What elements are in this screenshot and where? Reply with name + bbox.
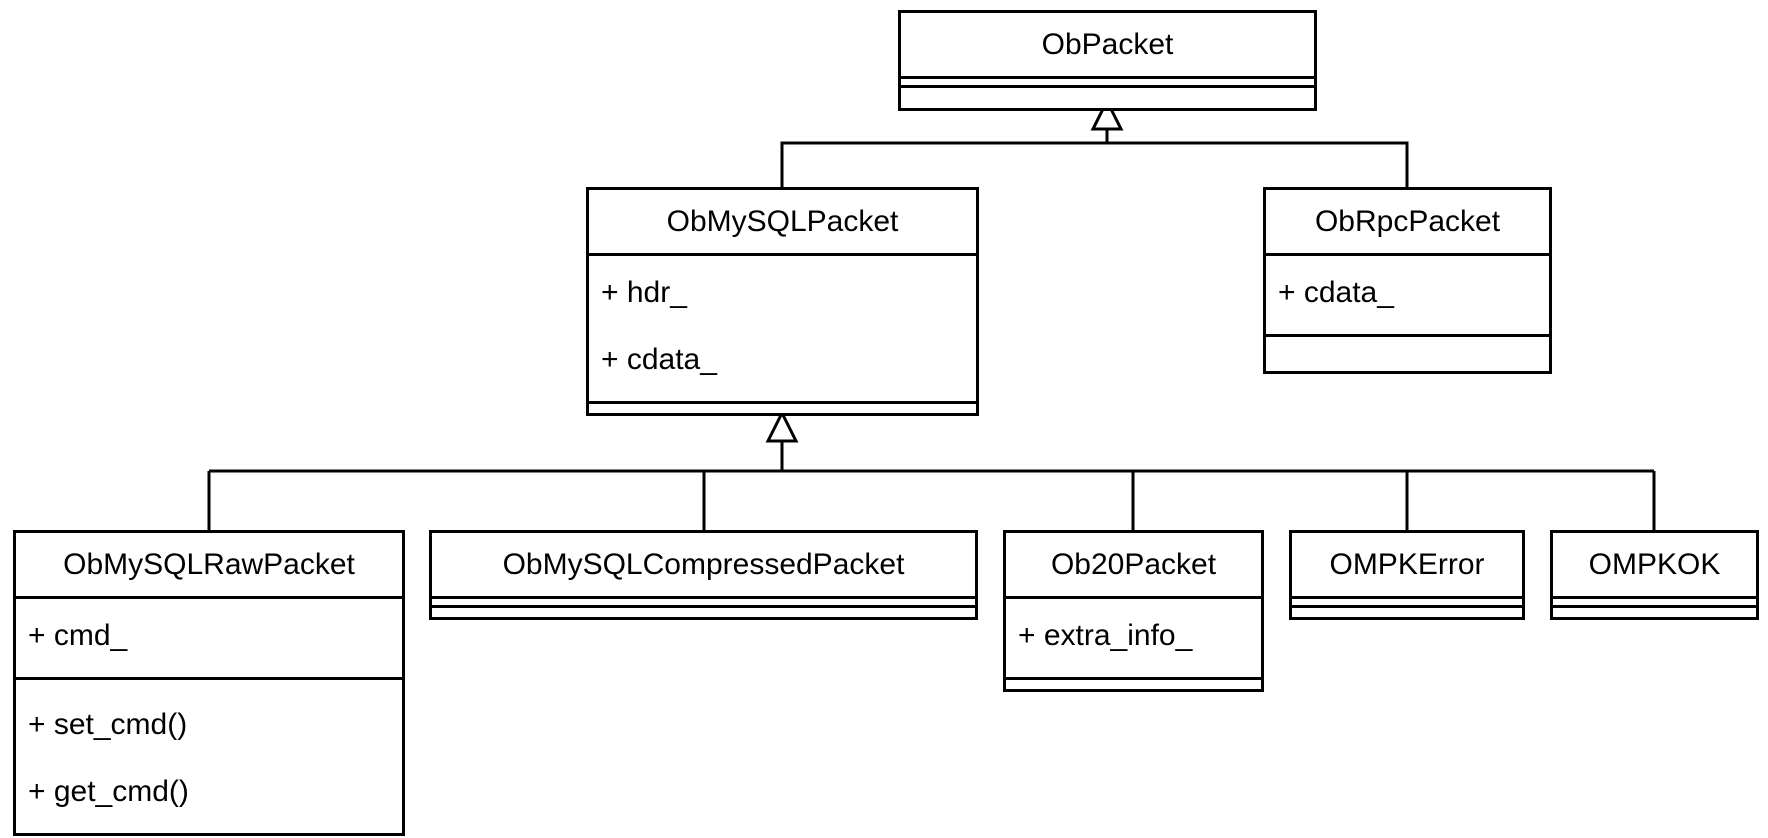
operations-compartment (1292, 608, 1522, 617)
operations-compartment (589, 404, 976, 413)
class-ob20packet[interactable]: Ob20Packet + extra_info_ (1003, 530, 1264, 692)
operation: + set_cmd() (28, 708, 188, 741)
class-name: OMPKError (1292, 533, 1522, 599)
class-name: ObRpcPacket (1266, 190, 1549, 256)
operations-compartment (1553, 608, 1756, 617)
attribute: + cmd_ (28, 619, 128, 652)
attribute: + cdata_ (1278, 276, 1394, 309)
attributes-compartment (901, 79, 1314, 88)
class-name: OMPKOK (1553, 533, 1756, 599)
attribute: + cdata_ (601, 343, 717, 376)
class-obpacket[interactable]: ObPacket (898, 10, 1317, 111)
attribute: + hdr_ (601, 276, 687, 309)
operation: + get_cmd() (28, 775, 189, 808)
class-name: ObMySQLRawPacket (16, 533, 402, 599)
generalization-arrow-obpacket (1090, 97, 1124, 131)
operations-compartment (1266, 337, 1549, 371)
class-name: Ob20Packet (1006, 533, 1261, 599)
attributes-compartment: + cmd_ (16, 599, 402, 680)
class-name: ObMySQLPacket (589, 190, 976, 256)
class-obmysqlrawpacket[interactable]: ObMySQLRawPacket + cmd_ + set_cmd() + ge… (13, 530, 405, 836)
attributes-compartment: + hdr_ + cdata_ (589, 256, 976, 404)
edge-obrpcpacket-to-obpacket (1107, 141, 1409, 187)
attribute: + extra_info_ (1018, 619, 1193, 652)
operations-compartment (901, 88, 1314, 108)
attributes-compartment (1553, 599, 1756, 608)
class-ompkok[interactable]: OMPKOK (1550, 530, 1759, 620)
generalization-arrow-obmysqlpacket (765, 409, 799, 443)
operations-compartment (1006, 680, 1261, 689)
class-name: ObMySQLCompressedPacket (432, 533, 975, 599)
operations-compartment: + set_cmd() + get_cmd() (16, 680, 402, 833)
edge-obmysqlpacket-to-obpacket (780, 141, 1107, 187)
class-obmysqlcompressedpacket[interactable]: ObMySQLCompressedPacket (429, 530, 978, 620)
attributes-compartment: + cdata_ (1266, 256, 1549, 337)
class-ompkerror[interactable]: OMPKError (1289, 530, 1525, 620)
operations-compartment (432, 608, 975, 617)
attributes-compartment (1292, 599, 1522, 608)
class-obmysqlpacket[interactable]: ObMySQLPacket + hdr_ + cdata_ (586, 187, 979, 416)
class-name: ObPacket (901, 13, 1314, 79)
class-obrpcpacket[interactable]: ObRpcPacket + cdata_ (1263, 187, 1552, 374)
attributes-compartment (432, 599, 975, 608)
attributes-compartment: + extra_info_ (1006, 599, 1261, 680)
